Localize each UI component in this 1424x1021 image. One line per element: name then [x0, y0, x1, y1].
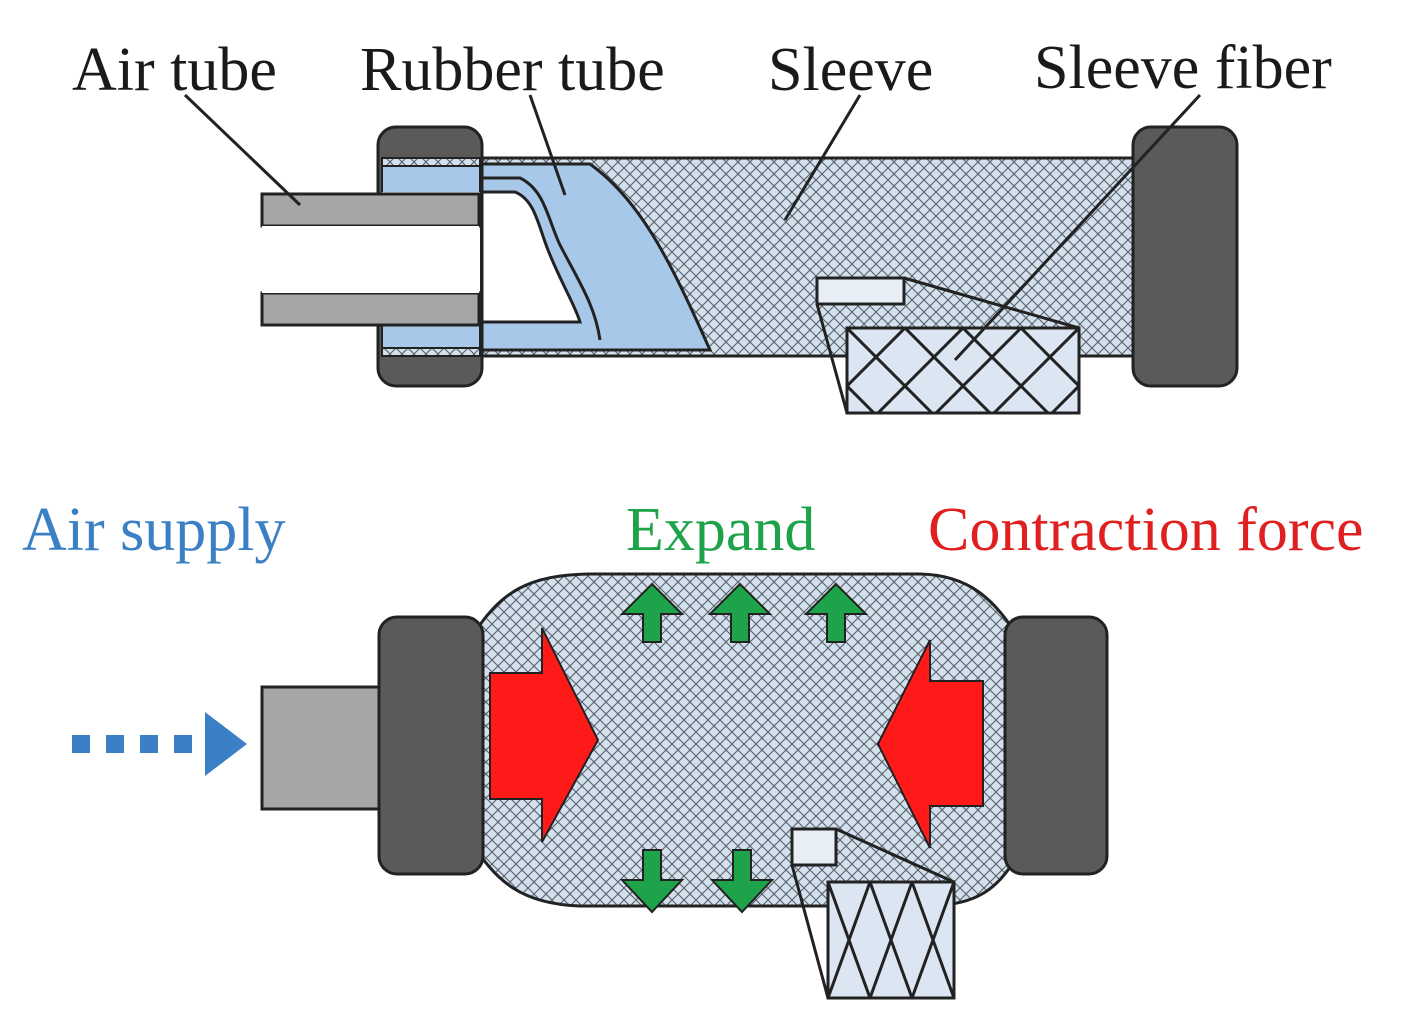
expand-arrow-up-2: [707, 582, 773, 643]
leader-sleeve-fiber: [953, 93, 1202, 362]
contraction-arrow-right: [876, 639, 984, 849]
label-sleeve: Sleeve: [768, 36, 933, 104]
air-supply-arrow: [72, 712, 247, 776]
air-tube-bottom-wall: [260, 291, 481, 327]
left-end-cap-bottom: [377, 615, 485, 876]
bottom-muscle: [72, 572, 1109, 1000]
fiber-zoom-box: [845, 326, 1081, 415]
fiber-zoom-lines-bottom: [790, 827, 955, 999]
right-end-cap: [1131, 125, 1239, 388]
label-rubber-tube: Rubber tube: [360, 36, 665, 104]
expand-arrow-up-1: [619, 582, 685, 643]
label-air-tube: Air tube: [72, 36, 277, 104]
fiber-zoom-source: [815, 276, 906, 306]
label-contraction-force: Contraction force: [928, 496, 1364, 564]
label-sleeve-fiber: Sleeve fiber: [1034, 34, 1332, 102]
fiber-zoom-lines: [815, 276, 1080, 414]
air-tube-bore: [262, 226, 479, 293]
leader-sleeve: [783, 94, 862, 221]
top-muscle: [183, 93, 1239, 415]
right-end-cap-bottom: [1003, 615, 1109, 876]
label-air-supply: Air supply: [22, 496, 286, 564]
expand-arrow-up-3: [803, 582, 869, 643]
air-tube-bottom: [260, 685, 394, 811]
leader-rubber-tube: [528, 94, 567, 196]
expand-arrow-down-2: [709, 849, 775, 914]
fiber-zoom-source-bottom: [790, 827, 838, 867]
rubber-tube-inner-line: [385, 176, 602, 341]
expand-arrow-down-1: [619, 849, 685, 914]
contraction-arrow-left: [489, 627, 600, 843]
label-expand: Expand: [626, 496, 815, 564]
fiber-zoom-box-bottom: [826, 880, 956, 1000]
leader-air-tube: [183, 93, 302, 207]
